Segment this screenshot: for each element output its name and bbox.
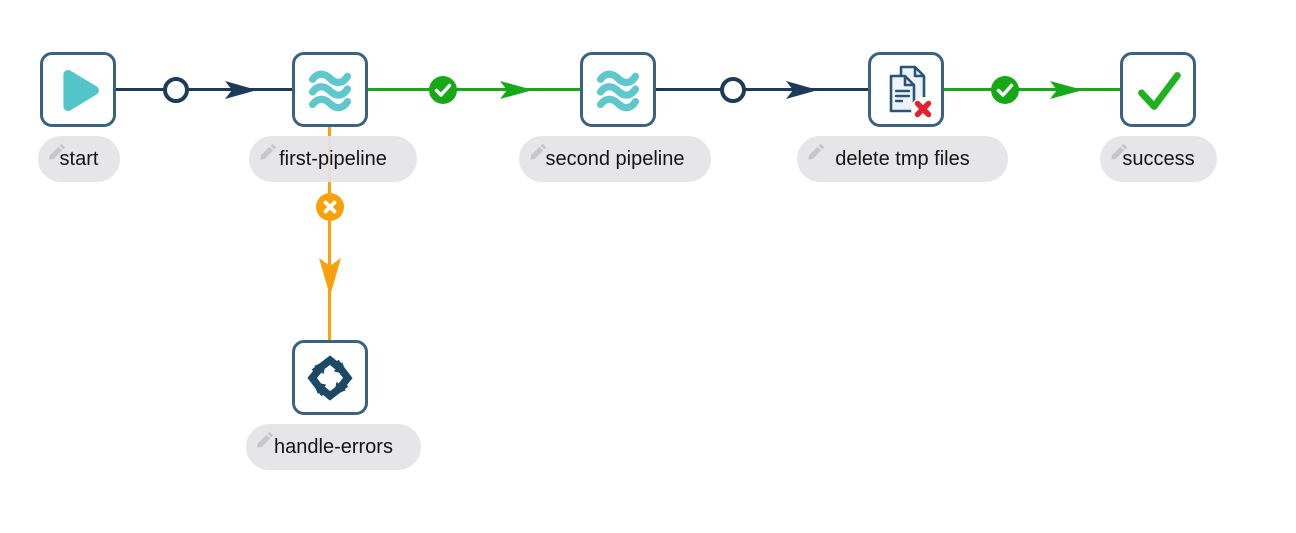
node-start[interactable]	[40, 52, 116, 127]
node-delete-tmp-files[interactable]	[868, 52, 944, 127]
label-text: handle-errors	[274, 436, 393, 458]
label-text: delete tmp files	[835, 148, 970, 170]
circle-icon[interactable]	[163, 77, 189, 103]
label-handle-errors[interactable]: handle-errors	[246, 424, 421, 470]
circle-icon[interactable]	[720, 77, 746, 103]
pencil-icon	[257, 431, 274, 448]
arrow-right-icon	[1050, 81, 1083, 99]
label-delete-tmp-files[interactable]: delete tmp files	[797, 136, 1008, 182]
arrow-right-icon	[225, 81, 257, 99]
play-icon	[63, 69, 99, 111]
label-start[interactable]: start	[38, 136, 120, 182]
node-handle-errors[interactable]	[292, 340, 368, 415]
node-second-pipeline[interactable]	[580, 52, 656, 127]
hop-line-delete-tmp-files-to-success[interactable]	[943, 88, 1121, 91]
hop-line-start-to-first-pipeline[interactable]	[116, 88, 293, 91]
arrow-right-icon	[500, 81, 533, 99]
arrow-down-icon	[319, 258, 341, 296]
label-text: success	[1122, 148, 1195, 170]
pencil-icon	[260, 143, 277, 160]
hop-line-first-pipeline-to-second-pipeline[interactable]	[367, 88, 581, 91]
pencil-icon	[49, 143, 66, 160]
x-circle-icon[interactable]	[316, 193, 344, 221]
check-circle-icon[interactable]	[429, 76, 457, 104]
check-icon	[1138, 71, 1181, 110]
label-text: second pipeline	[545, 148, 685, 170]
pencil-icon	[1111, 143, 1128, 160]
label-second-pipeline[interactable]: second pipeline	[519, 136, 711, 182]
pipeline-waves-icon	[596, 70, 640, 111]
check-circle-icon[interactable]	[991, 76, 1019, 104]
pencil-icon	[530, 143, 547, 160]
workflow-cycle-icon	[300, 354, 360, 408]
node-success[interactable]	[1120, 52, 1196, 127]
label-first-pipeline[interactable]: first-pipeline	[249, 136, 417, 182]
delete-files-icon	[889, 65, 935, 121]
arrow-right-icon	[786, 81, 818, 99]
pencil-icon	[808, 143, 825, 160]
label-text: start	[59, 148, 99, 170]
hop-line-first-pipeline-to-handle-errors[interactable]	[328, 126, 331, 341]
label-text: first-pipeline	[279, 148, 387, 170]
node-first-pipeline[interactable]	[292, 52, 368, 127]
hop-line-second-pipeline-to-delete-tmp-files[interactable]	[654, 88, 869, 91]
pipeline-waves-icon	[308, 70, 352, 111]
label-success[interactable]: success	[1100, 136, 1217, 182]
